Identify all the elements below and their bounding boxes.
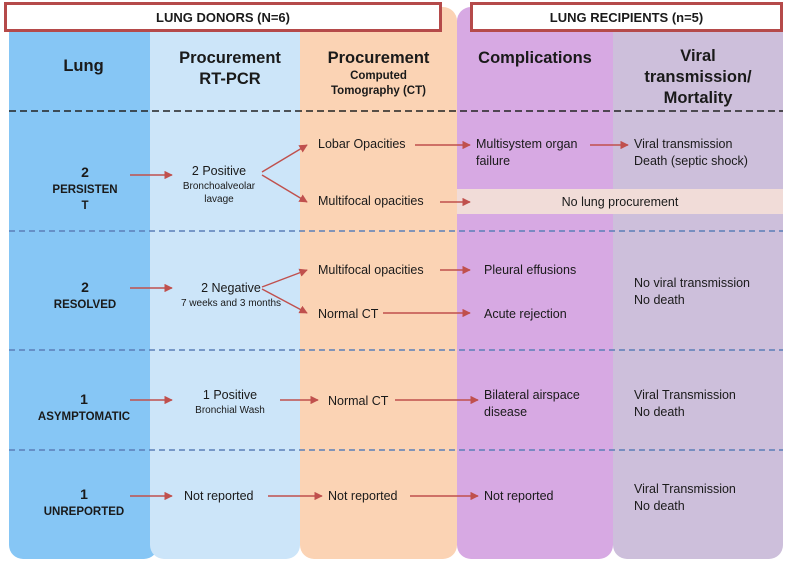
arrow-resolved-ct-b (261, 288, 308, 314)
unreported-pcr: Not reported (184, 489, 254, 503)
asymptomatic-lung-label: 1 ASYMPTOMATIC (37, 391, 131, 423)
donors-header: LUNG DONORS (N=6) (4, 2, 442, 32)
recipients-header: LUNG RECIPIENTS (n=5) (470, 2, 783, 32)
recipients-header-label: LUNG RECIPIENTS (n=5) (549, 9, 704, 25)
persistent-lung-label: 2 PERSISTEN T (52, 164, 118, 212)
resolved-lung-label: 2 RESOLVED (53, 279, 117, 311)
arrow-persistent-ct-a (261, 144, 308, 173)
complications-heading: Complications (478, 49, 592, 67)
persistent-pcr: 2 Positive Bronchoalveolar lavage (182, 164, 256, 205)
outcome-column (613, 7, 783, 559)
persistent-ct-lobar: Lobar Opacities (318, 137, 406, 151)
unreported-ct: Not reported (328, 489, 398, 503)
no-procurement-band: No lung procurement (457, 189, 783, 214)
complications-column (457, 7, 613, 559)
resolved-pcr: 2 Negative 7 weeks and 3 months (180, 281, 282, 309)
donors-header-label: LUNG DONORS (N=6) (156, 9, 290, 25)
resolved-ct-normal: Normal CT (318, 307, 379, 321)
unreported-lung-label: 1 UNREPORTED (43, 486, 125, 518)
asymptomatic-pcr: 1 Positive Bronchial Wash (195, 388, 265, 416)
lung-column (9, 7, 158, 559)
arrow-resolved-ct-a (261, 268, 308, 288)
resolved-ct-multifocal: Multifocal opacities (318, 263, 424, 277)
persistent-ct-multifocal: Multifocal opacities (318, 194, 424, 208)
resolved-complication-rejection: Acute rejection (484, 307, 567, 321)
lung-heading: Lung (63, 57, 104, 75)
ct-column (300, 7, 457, 559)
asymptomatic-ct: Normal CT (328, 394, 389, 408)
arrow-persistent-ct-b (261, 174, 308, 203)
rtpcr-column (150, 7, 300, 559)
unreported-complication: Not reported (484, 489, 554, 503)
resolved-complication-effusion: Pleural effusions (484, 263, 577, 277)
